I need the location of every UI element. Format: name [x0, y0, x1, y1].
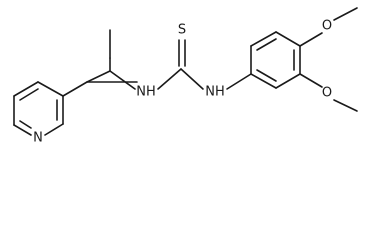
atom-label-n-pyridine: N — [33, 131, 43, 146]
bond — [86, 70, 111, 83]
bond — [256, 38, 277, 51]
bond — [13, 124, 32, 136]
bond — [275, 31, 301, 47]
atom-label-s-thione: S — [178, 23, 186, 38]
bond — [62, 81, 88, 97]
bond — [250, 31, 277, 47]
bond — [333, 7, 358, 21]
atom-label-nh-left: NH — [136, 85, 156, 100]
bond-lines — [13, 7, 358, 136]
bond — [333, 99, 358, 112]
bond — [19, 120, 32, 129]
bond — [109, 70, 136, 90]
bond — [299, 32, 323, 47]
chemical-structure-diagram: N NH NH S O O — [13, 7, 358, 146]
bond — [250, 73, 277, 89]
bond — [37, 81, 64, 97]
bond — [157, 68, 182, 90]
bond — [275, 73, 301, 89]
atom-label-o-bottom: O — [322, 86, 332, 101]
bond — [256, 69, 277, 82]
bond — [44, 123, 64, 136]
bond — [19, 88, 39, 101]
bond — [13, 81, 39, 97]
atom-label-nh-right: NH — [205, 85, 225, 100]
atom-labels: N NH NH S O O — [33, 19, 332, 146]
bond — [226, 73, 252, 90]
bond — [299, 73, 323, 88]
atom-label-o-top: O — [322, 19, 332, 34]
bond — [180, 68, 204, 90]
